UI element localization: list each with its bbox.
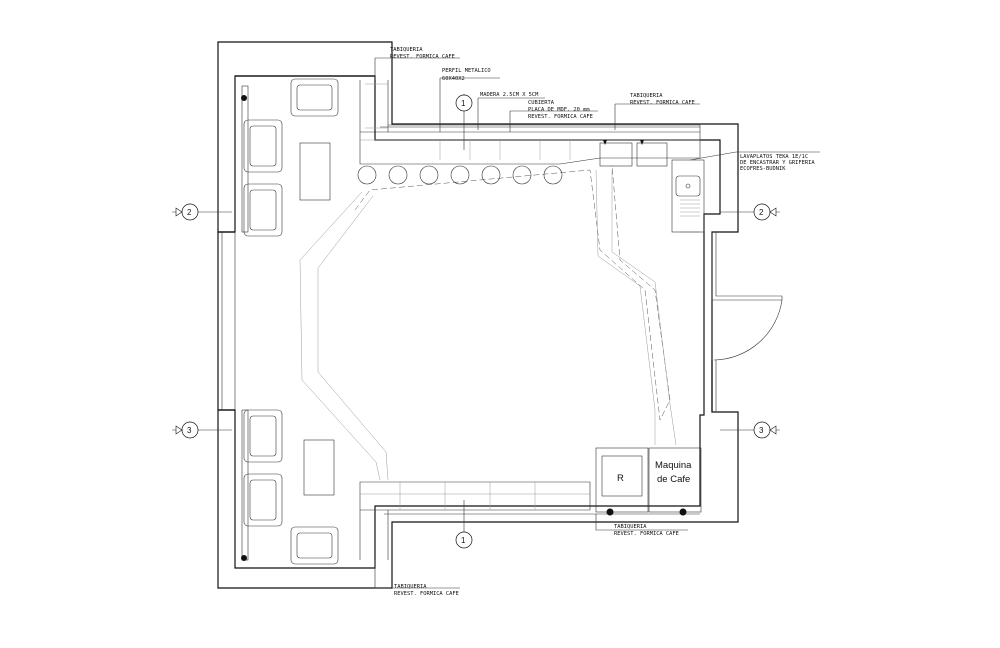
stool-icon (481, 165, 501, 185)
annotations: TABIQUERIA REVEST. FORMICA CAFE PERFIL M… (390, 47, 815, 597)
lamp-icon (241, 95, 247, 101)
label-revest-bottom-right: REVEST. FORMICA CAFE (614, 531, 679, 537)
stool-icon (512, 165, 532, 185)
coffee-machine-label-2: de Cafe (657, 474, 690, 485)
label-tabiqueria-top-right: TABIQUERIA (630, 93, 663, 99)
label-placa: PLACA DE MDF. 20 mm (528, 107, 590, 113)
label-revest-cubierta: REVEST. FORMICA CAFE (528, 114, 593, 120)
armchair-icon (290, 78, 339, 117)
svg-text:1: 1 (461, 99, 466, 108)
svg-text:1: 1 (461, 536, 466, 545)
label-lavaplatos-2: DE ENCASTRAR Y GRIFERIA (740, 160, 815, 166)
appliances: R Maquina de Cafe (595, 447, 702, 516)
outer-walls (217, 41, 739, 589)
stool-icon (543, 165, 563, 185)
label-lavaplatos-3: ECOFRES-BUDNIK (740, 166, 786, 172)
section-mark-icon: 1 (455, 500, 473, 549)
label-perfil-dim: 60X40X2 (442, 76, 465, 82)
label-lavaplatos-1: LAVAPLATOS TEKA 1E/1C (740, 154, 808, 160)
stool-icon (388, 165, 408, 185)
leader-lines (374, 57, 820, 589)
table-icon (303, 439, 335, 496)
sinks (599, 140, 668, 167)
fridge-label: R (617, 473, 624, 484)
label-revest-bottom-left: REVEST. FORMICA CAFE (394, 591, 459, 597)
upper-lounge (241, 78, 339, 237)
lavaplatos (671, 159, 705, 233)
table-icon (299, 142, 331, 201)
section-marks: 1 1 2 2 3 3 (172, 94, 780, 549)
label-cubierta: CUBIERTA (528, 100, 555, 106)
svg-text:2: 2 (759, 208, 764, 217)
label-tabiqueria-bottom-right: TABIQUERIA (614, 524, 647, 530)
section-mark-icon: 3 (172, 421, 232, 439)
label-revest-top-right: REVEST. FORMICA CAFE (630, 100, 695, 106)
section-mark-icon: 3 (720, 421, 780, 439)
armchair-icon (243, 409, 283, 463)
door-swing-icon (711, 232, 783, 412)
circulation-zone (299, 164, 700, 481)
section-mark-icon: 2 (172, 203, 232, 221)
stool-icon (450, 165, 470, 185)
armchair-icon (243, 183, 283, 237)
stool-icon (419, 165, 439, 185)
coffee-machine-label-1: Maquina (655, 460, 692, 471)
label-tabiqueria-bottom-left: TABIQUERIA (394, 584, 427, 590)
label-perfil: PERFIL METALICO (442, 68, 491, 74)
armchair-icon (243, 473, 283, 527)
bar-stools (357, 165, 563, 185)
sink-icon (599, 142, 633, 167)
lower-lounge (241, 409, 339, 565)
label-revest-top-left: REVEST. FORMICA CAFE (390, 54, 455, 60)
svg-text:3: 3 (759, 426, 764, 435)
section-mark-icon: 1 (455, 94, 473, 150)
label-madera: MADERA 2.5CM X 5CM (480, 92, 539, 98)
armchair-icon (243, 119, 283, 173)
sink-icon (636, 142, 668, 167)
section-mark-icon: 2 (720, 203, 780, 221)
sink-icon (675, 175, 701, 197)
label-tabiqueria-top-left: TABIQUERIA (390, 47, 423, 53)
svg-text:3: 3 (187, 426, 192, 435)
bar-counter (359, 80, 701, 165)
lower-counter (359, 481, 700, 560)
svg-text:2: 2 (187, 208, 192, 217)
stool-icon (357, 165, 377, 185)
armchair-icon (290, 526, 339, 565)
